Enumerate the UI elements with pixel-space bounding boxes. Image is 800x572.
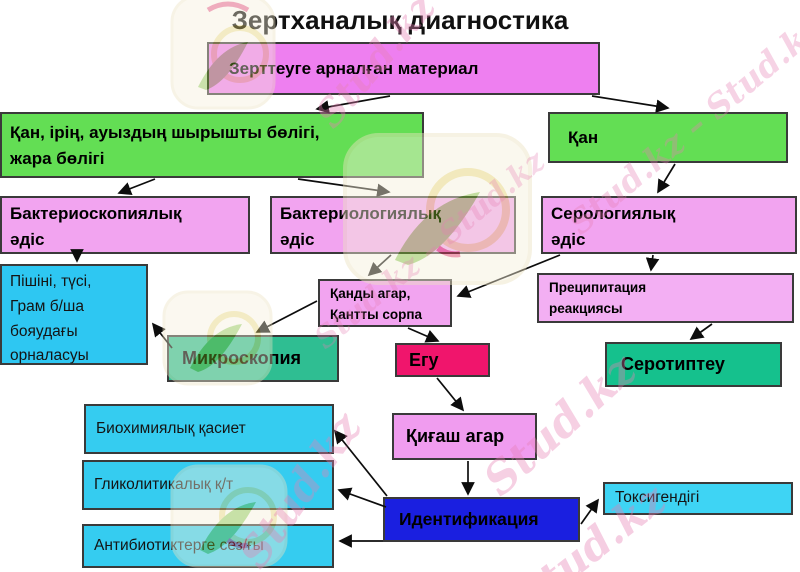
node-slant-agar: Қиғаш агар [392, 413, 537, 460]
node-glycolytic-activity: Гликолитикалық қ/т [82, 460, 334, 510]
node-serotyping: Серотиптеу [605, 342, 782, 387]
arrow-specimen-bacteriology [297, 178, 391, 198]
node-morphology-gram: Пішіні, түсі, Грам б/ша бояудағы орналас… [0, 264, 148, 365]
arrow-identification-biochemical [333, 429, 388, 497]
node-bacterioscopic-method: Бактериоскопиялық әдіс [0, 196, 250, 254]
node-blood: Қан [548, 112, 788, 163]
node-serological-method: Серологиялық әдіс [541, 196, 797, 254]
node-bacteriological-method: Бактериологиялық әдіс [270, 196, 516, 254]
node-blood-agar-media: Қанды агар, Қантты сорпа [318, 279, 452, 327]
node-antibiotic-sensitivity: Антибиотиктерге сез/ғы [82, 524, 334, 568]
arrow-identification-toxigenicity [580, 498, 599, 525]
node-toxigenicity: Токсигендігі [603, 482, 793, 515]
node-study-material: Зерттеуге арналған материал [207, 42, 600, 95]
node-precipitation-reaction: Преципитация реакциясы [537, 273, 794, 323]
diagram-title: Зертханалық диагностика [231, 5, 569, 35]
node-microscopy: Микроскопия [167, 335, 339, 382]
arrow-bloodagar-inoculation [407, 327, 440, 343]
arrow-serology-precipitation [645, 254, 660, 272]
arrow-material-specimen [315, 95, 391, 114]
node-specimen-types: Қан, ірің, ауыздың шырышты бөлігі, жара … [0, 112, 424, 178]
node-identification: Идентификация [383, 497, 580, 542]
arrow-bacteriology-bloodagar [367, 254, 392, 277]
node-biochemical-property: Биохимиялық қасиет [84, 404, 334, 454]
arrow-bloodagar-microscopy [255, 300, 318, 333]
arrow-identification-glycolytic [337, 487, 387, 508]
node-inoculation: Егу [395, 343, 490, 377]
arrow-inoculation-slantagar [436, 377, 465, 412]
arrow-specimen-bacterioscopy [117, 178, 156, 196]
arrow-precipitation-serotyping [689, 323, 713, 340]
arrow-blood-serology [657, 163, 676, 194]
arrow-material-blood [591, 95, 670, 113]
